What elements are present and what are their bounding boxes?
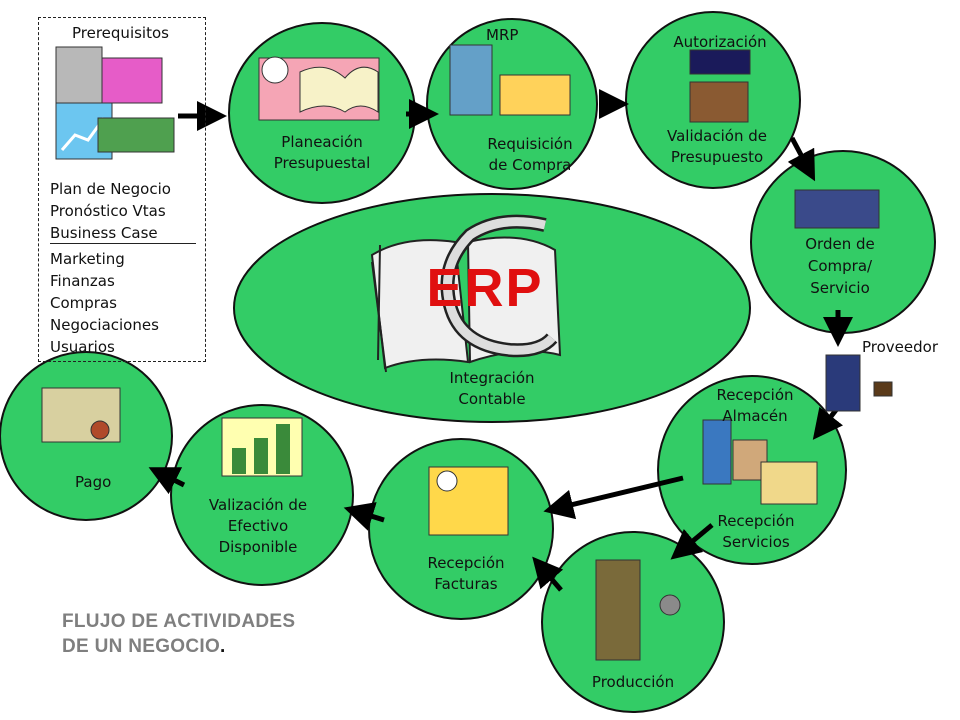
orden-label-1: Orden de <box>805 235 875 253</box>
arrow-proveedor-recepcion <box>812 406 844 440</box>
signing-clipart <box>689 49 751 123</box>
erp-book-logo <box>370 214 562 373</box>
proveedor-label: Proveedor <box>862 338 938 356</box>
prereq-item: Marketing <box>50 250 125 268</box>
almacen-clipart <box>702 419 768 485</box>
recepcion-almacen-label-2: Almacén <box>722 407 788 425</box>
produccion-clipart <box>595 559 681 661</box>
arrow-validacion-orden <box>787 136 816 182</box>
caption-line-2-text: DE UN NEGOCIO <box>62 636 221 657</box>
planeacion-label-1: Planeación <box>281 133 363 151</box>
prerequisites-divider <box>50 243 196 244</box>
mrp-label: MRP <box>486 26 519 44</box>
recepcion-facturas-label-1: Recepción <box>427 554 505 572</box>
prerequisites-title: Prerequisitos <box>72 24 169 42</box>
arrow-recepcion-produccion <box>670 523 714 560</box>
orden-label-3: Servicio <box>810 279 870 297</box>
pago-label: Pago <box>75 473 112 491</box>
efectivo-chart-clipart <box>221 417 303 477</box>
arrow-facturas-valizacion <box>343 502 385 531</box>
erp-logo-text: ERP <box>426 258 544 318</box>
meeting-clipart <box>794 189 880 229</box>
autorizacion-label: Autorización <box>673 33 767 51</box>
prereq-item: Negociaciones <box>50 316 159 334</box>
recepcion-almacen-label-1: Recepción <box>716 386 794 404</box>
proveedor-clipart <box>825 354 893 412</box>
arrow-recepcion-facturas <box>543 475 684 520</box>
caption-line-1: FLUJO DE ACTIVIDADES <box>62 611 296 632</box>
mrp-clipart <box>449 44 571 116</box>
prereq-item: Plan de Negocio <box>50 180 171 198</box>
recepcion-facturas-label-2: Facturas <box>434 575 498 593</box>
servicios-clipart <box>760 461 818 505</box>
validacion-label-1: Validación de <box>667 127 767 145</box>
integracion-label-1: Integración <box>449 369 535 387</box>
prereq-item: Pronóstico Vtas <box>50 202 166 220</box>
prereq-item: Usuarios <box>50 338 115 356</box>
valizacion-label-2: Efectivo <box>227 517 289 535</box>
pago-clipart <box>41 387 121 443</box>
computer-clipart <box>55 46 163 104</box>
facturas-clipart <box>428 466 509 536</box>
valizacion-circle <box>170 404 354 586</box>
caption-line-2: DE UN NEGOCIO. <box>62 634 295 659</box>
recepcion-servicios-label-1: Recepción <box>717 512 795 530</box>
arrow-produccion-facturas <box>532 556 564 592</box>
requisicion-label-2: de Compra <box>488 156 572 174</box>
planeacion-label-2: Presupuestal <box>273 154 371 172</box>
calendar-books-clipart <box>258 56 380 121</box>
produccion-label: Producción <box>591 673 675 691</box>
prereq-item: Business Case <box>50 224 158 242</box>
requisicion-label-1: Requisición <box>487 135 573 153</box>
valizacion-label-3: Disponible <box>218 538 298 556</box>
diagram-caption: FLUJO DE ACTIVIDADES DE UN NEGOCIO. <box>62 609 295 659</box>
valizacion-label-1: Valización de <box>208 496 308 514</box>
prerequisites-box <box>38 17 206 362</box>
arrow-valizacion-pago <box>148 467 186 495</box>
orden-label-2: Compra/ <box>807 257 873 275</box>
validacion-label-2: Presupuesto <box>670 148 764 166</box>
integracion-label-2: Contable <box>458 390 526 408</box>
prereq-item: Finanzas <box>50 272 115 290</box>
recepcion-servicios-label-2: Servicios <box>722 533 790 551</box>
money-chart-clipart <box>55 102 175 160</box>
prereq-item: Compras <box>50 294 117 312</box>
caption-dot: . <box>220 636 226 657</box>
